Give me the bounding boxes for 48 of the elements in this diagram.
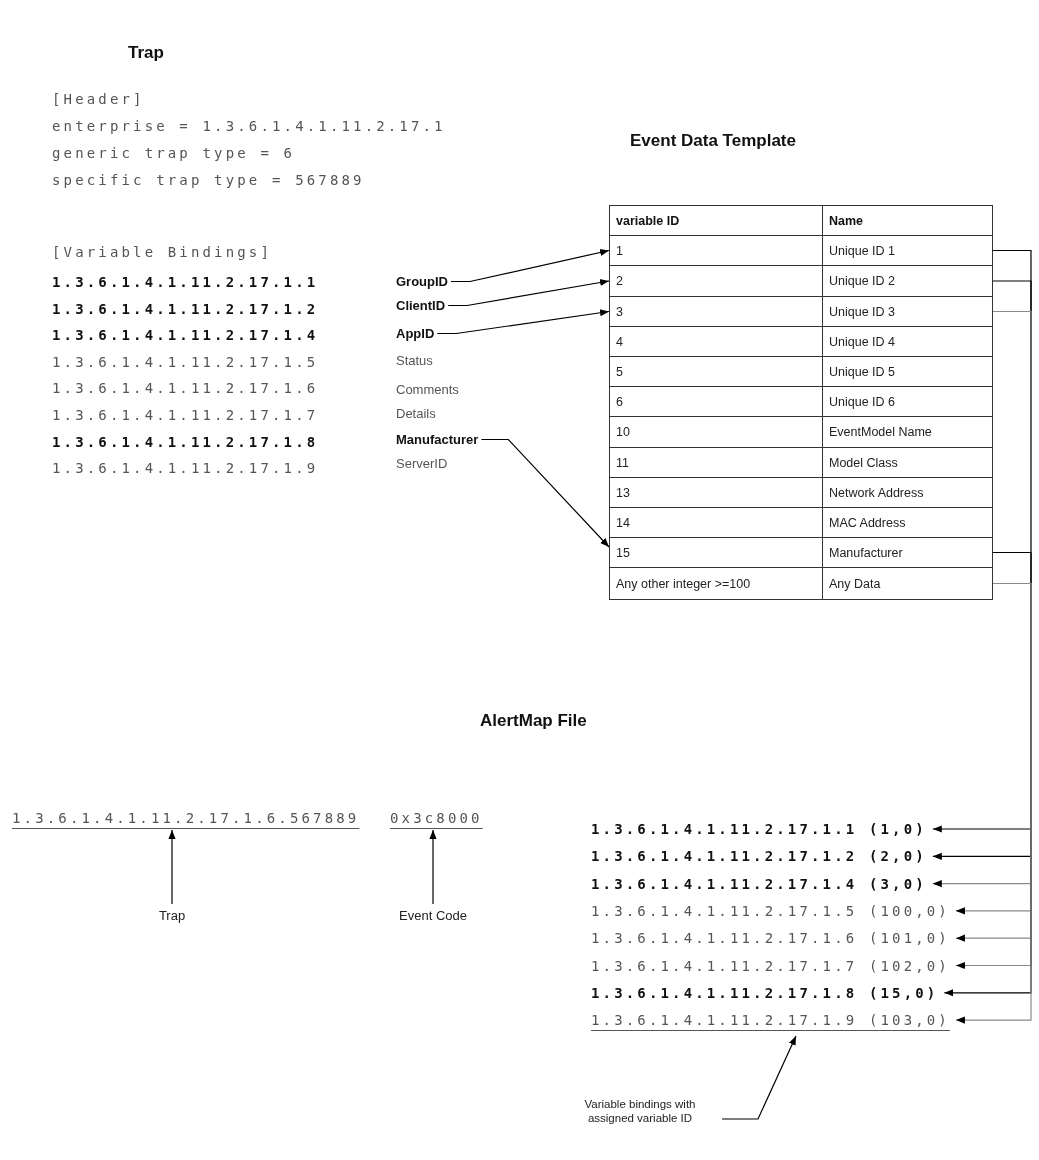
table-cell: Any other integer >=100 <box>609 567 823 600</box>
arrow <box>450 248 610 283</box>
field-name: Comments <box>396 382 459 397</box>
arrow <box>436 309 610 335</box>
field-name: Status <box>396 353 433 368</box>
field-name: AppID <box>396 326 435 341</box>
table-cell: variable ID <box>609 205 823 236</box>
field-name: Manufacturer <box>396 432 479 447</box>
field-name: Details <box>396 406 436 421</box>
arrow <box>429 829 437 905</box>
variable-binding: 1.3.6.1.4.1.11.2.17.1.9 (103,0) <box>591 1012 950 1029</box>
arrow <box>168 829 176 905</box>
variable-binding: 1.3.6.1.4.1.11.2.17.1.1 (1,0) <box>591 821 927 837</box>
field-name: ClientID <box>396 298 446 313</box>
section-heading: Trap <box>128 43 164 63</box>
field-name: GroupID <box>396 274 448 289</box>
code-line: 1.3.6.1.4.1.11.2.17.1.1 <box>52 274 319 290</box>
code-line: [Header] <box>52 91 145 107</box>
table-cell: Name <box>822 205 993 236</box>
table-cell: Any Data <box>822 567 993 600</box>
variable-binding: 1.3.6.1.4.1.11.2.17.1.8 (15,0) <box>591 984 939 1001</box>
code-line: 1.3.6.1.4.1.11.2.17.1.5 <box>52 353 319 370</box>
code-line: specific trap type = 567889 <box>52 172 365 188</box>
variable-binding: 1.3.6.1.4.1.11.2.17.1.6 (101,0) <box>591 930 950 947</box>
event-code: 0x3c8000 <box>390 810 483 826</box>
section-heading: AlertMap File <box>480 711 587 731</box>
variable-binding: 1.3.6.1.4.1.11.2.17.1.2 (2,0) <box>591 848 927 865</box>
arrow <box>480 438 610 548</box>
variable-binding: 1.3.6.1.4.1.11.2.17.1.5 (100,0) <box>591 902 950 919</box>
code-line: 1.3.6.1.4.1.11.2.17.1.2 <box>52 300 319 317</box>
code-line: 1.3.6.1.4.1.11.2.17.1.4 <box>52 327 319 344</box>
variable-binding: 1.3.6.1.4.1.11.2.17.1.4 (3,0) <box>591 875 927 892</box>
trap-oid: 1.3.6.1.4.1.11.2.17.1.6.567889 <box>12 810 360 826</box>
code-line: enterprise = 1.3.6.1.4.1.11.2.17.1 <box>52 118 446 134</box>
variable-binding: 1.3.6.1.4.1.11.2.17.1.7 (102,0) <box>591 957 950 974</box>
code-line: generic trap type = 6 <box>52 145 296 161</box>
caption: Trap <box>158 908 186 923</box>
annotation: Variable bindings with assigned variable ID <box>560 1097 720 1125</box>
arrow <box>721 1035 797 1120</box>
code-line: 1.3.6.1.4.1.11.2.17.1.9 <box>52 460 319 477</box>
code-line: 1.3.6.1.4.1.11.2.17.1.6 <box>52 380 319 397</box>
arrow <box>447 279 610 307</box>
section-heading: Event Data Template <box>630 131 796 151</box>
code-line: [Variable Bindings] <box>52 244 272 260</box>
code-line: 1.3.6.1.4.1.11.2.17.1.8 <box>52 433 319 450</box>
field-name: ServerID <box>396 456 448 471</box>
code-line: 1.3.6.1.4.1.11.2.17.1.7 <box>52 407 319 423</box>
caption: Event Code <box>399 908 467 923</box>
